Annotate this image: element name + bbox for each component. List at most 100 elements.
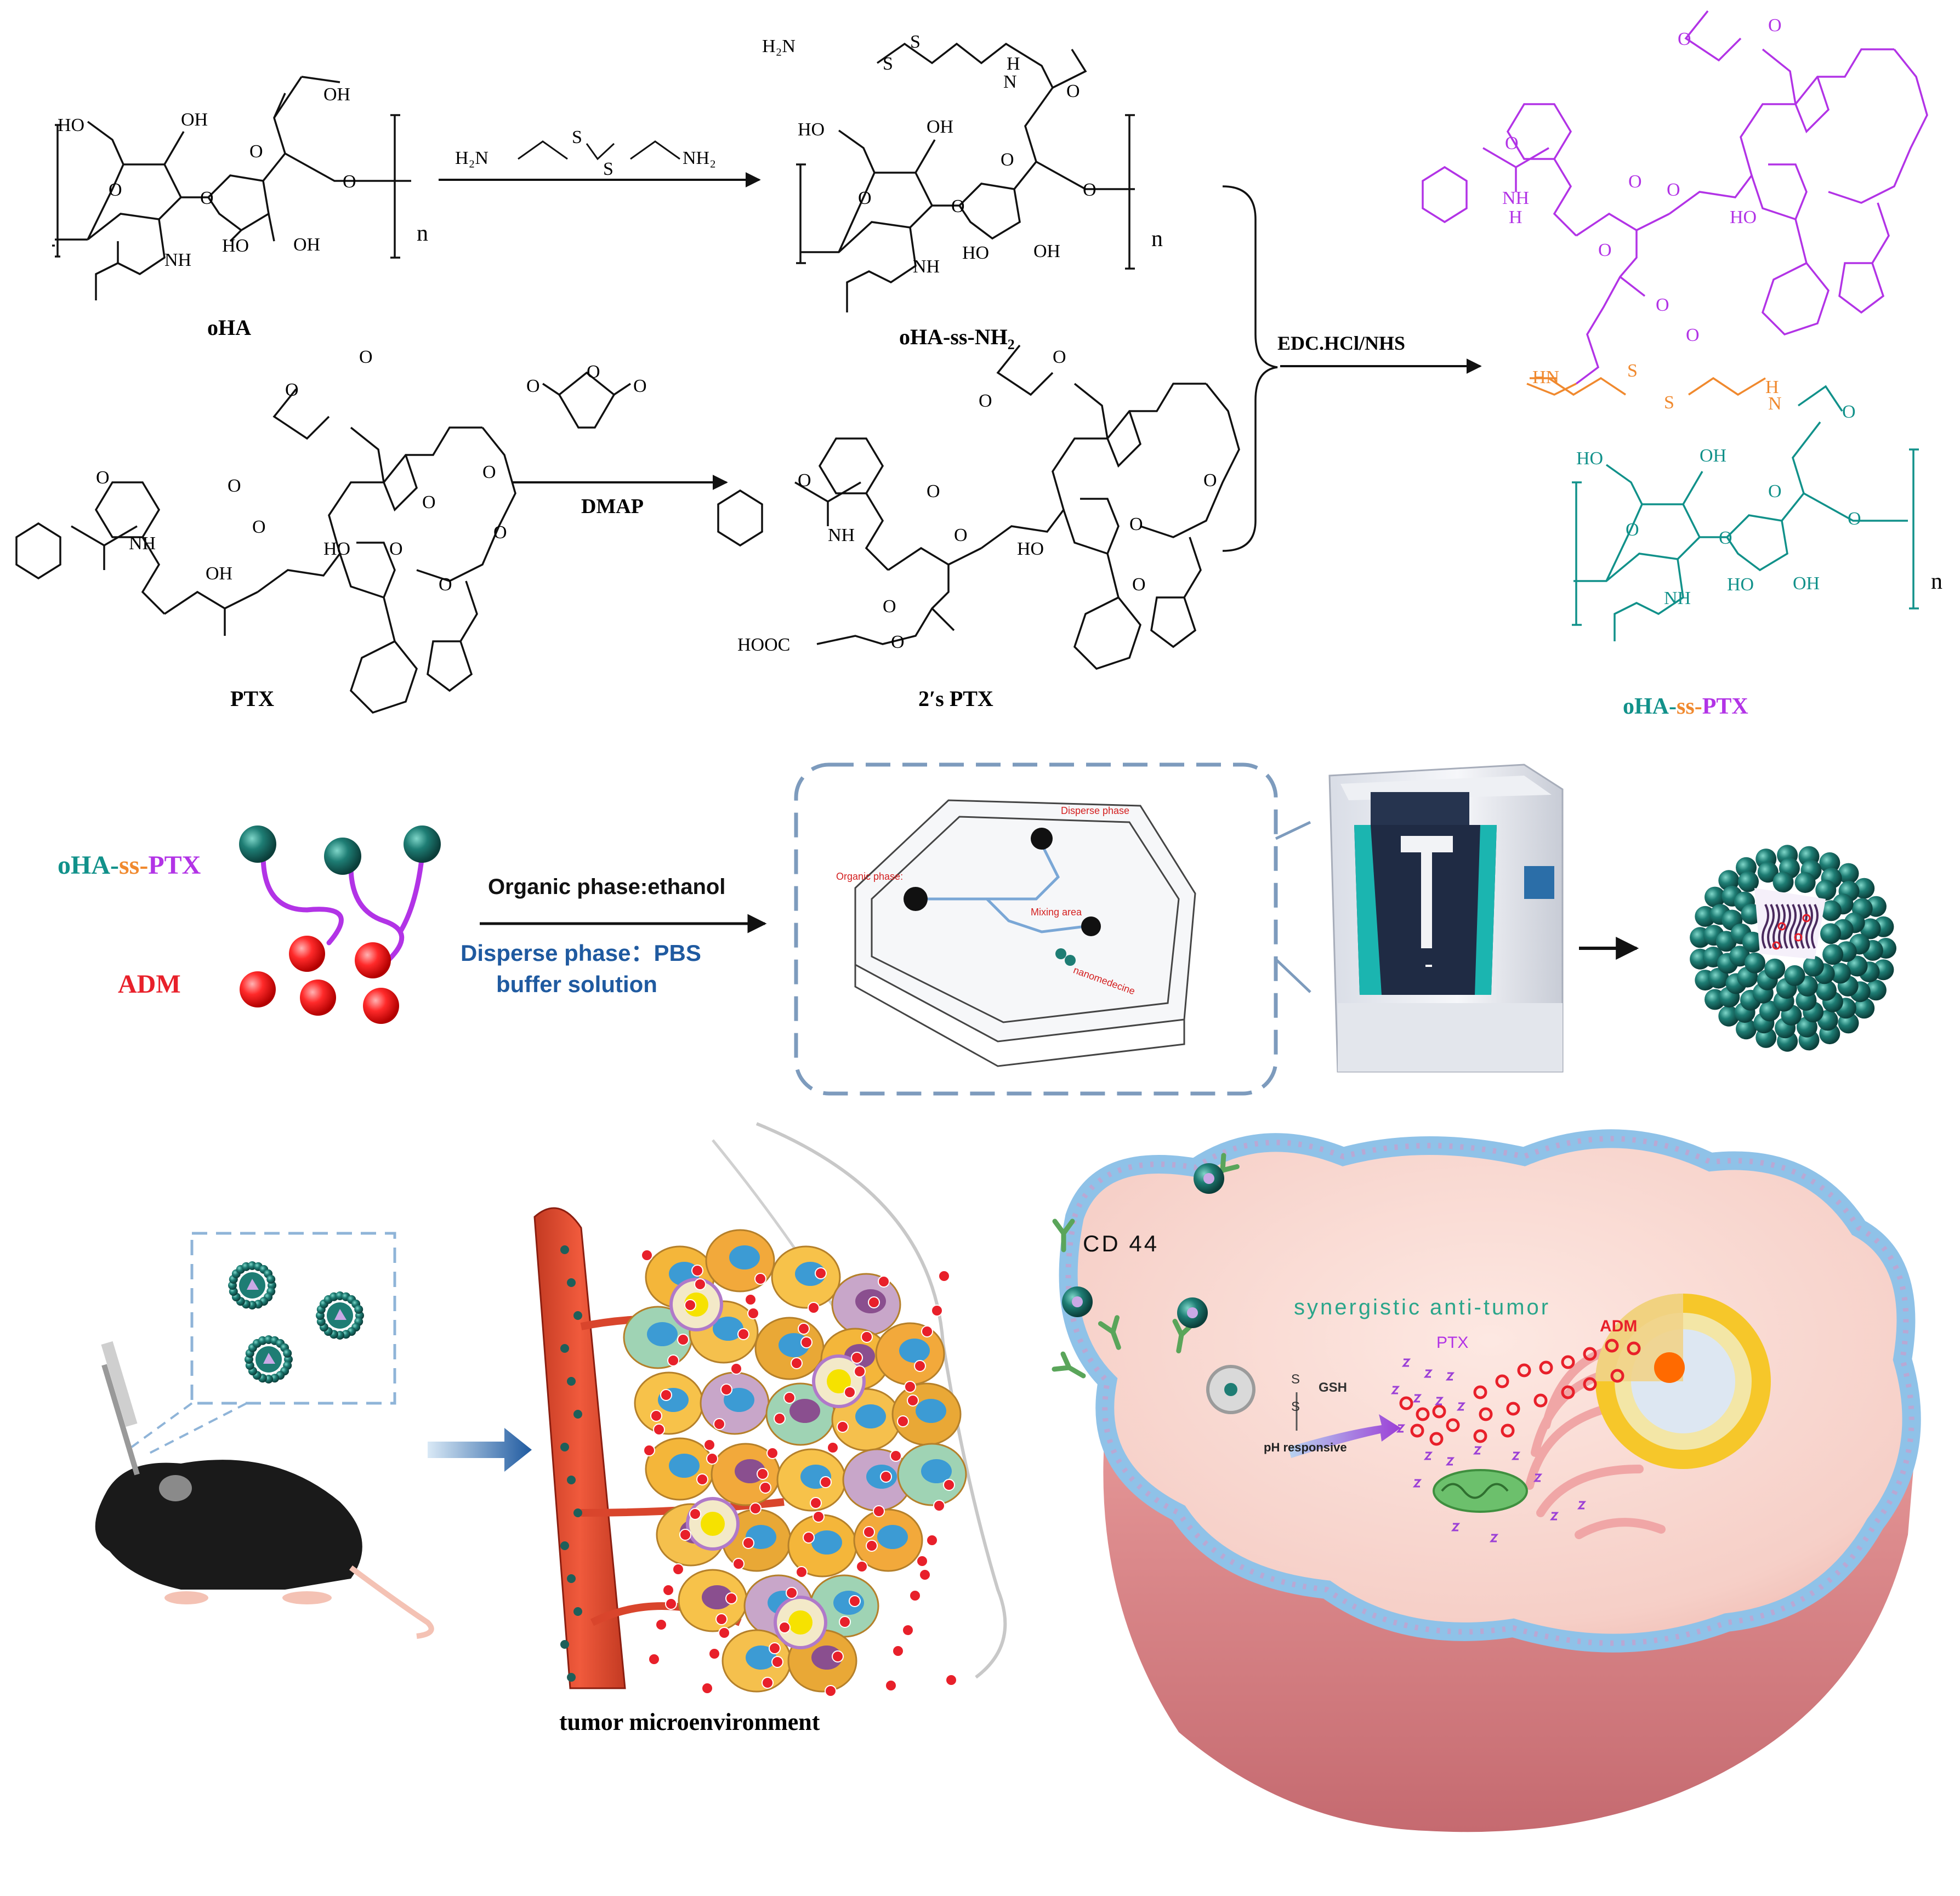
atom-label: NH xyxy=(129,533,156,554)
atom-label: O xyxy=(1848,509,1861,529)
atom-label: H₂N xyxy=(455,148,488,168)
label-dmap: DMAP xyxy=(581,495,644,518)
atom-label: O xyxy=(389,539,403,559)
atom-label: O xyxy=(439,574,452,595)
atom-label: N xyxy=(1003,72,1017,92)
label-polymer: oHA-ss-PTX xyxy=(58,852,201,879)
nanoassembly-instrument xyxy=(1328,764,1564,1073)
atom-label: O xyxy=(109,180,122,200)
atom-label: NH xyxy=(1664,588,1691,608)
label-s-bottom: S xyxy=(1291,1399,1300,1414)
label-ph-responsive: pH responsive xyxy=(1264,1440,1347,1454)
ptx-drug-molecules xyxy=(1390,1358,1587,1542)
label-polymer-ss: ss- xyxy=(118,851,149,880)
atom-label: N xyxy=(1768,394,1782,414)
label-adm-cell: ADM xyxy=(1600,1317,1638,1335)
atom-label: O xyxy=(1678,29,1691,49)
repeat-unit-n: n xyxy=(417,221,428,246)
callout-connector xyxy=(1275,821,1311,993)
atom-label: O xyxy=(1667,180,1680,200)
atom-label: HO xyxy=(222,236,249,256)
label-ptx: PTX xyxy=(230,686,274,711)
atom-label: O xyxy=(200,188,214,208)
label-gsh: GSH xyxy=(1319,1380,1348,1395)
atom-label: O xyxy=(422,492,436,513)
atom-label: NH₂ xyxy=(683,148,716,168)
atom-label: HO xyxy=(1727,574,1754,595)
label-oha-ss-ptx: oHA-ss-PTX xyxy=(1623,695,1748,718)
atom-label: O xyxy=(1598,240,1612,260)
product-linker xyxy=(1526,377,1577,396)
oha-ss-ptx-polymer xyxy=(239,825,441,962)
label-tumor-microenvironment: tumor microenvironment xyxy=(559,1709,820,1735)
mouse-injection xyxy=(95,1232,434,1639)
atom-label: H xyxy=(1007,54,1020,74)
product-oha-part xyxy=(1572,385,1919,641)
atom-label: O xyxy=(252,517,266,537)
oha-structure xyxy=(52,76,411,300)
atom-label: OH xyxy=(927,117,954,137)
atom-label: O xyxy=(951,196,965,217)
atom-label: O xyxy=(1719,528,1732,548)
atom-label: O xyxy=(1132,574,1146,595)
atom-label: HN xyxy=(1532,367,1560,388)
label-cd44: CD 44 xyxy=(1083,1231,1160,1256)
atom-label: NH xyxy=(1502,188,1530,208)
label-ptx2s: 2′s PTX xyxy=(918,686,993,711)
atom-label: O xyxy=(1768,15,1782,36)
atom-label: S xyxy=(1627,361,1638,381)
atom-label: OH xyxy=(206,563,233,584)
atom-label: O xyxy=(858,188,872,208)
atom-label: S xyxy=(910,32,921,52)
atom-label: HOOC xyxy=(737,635,791,655)
atom-label: S xyxy=(883,54,893,74)
atom-label: O xyxy=(96,468,110,488)
adm-drug-molecules xyxy=(1399,1339,1641,1446)
atom-label: O xyxy=(1656,295,1669,315)
label-ss-part: ss- xyxy=(1677,694,1702,719)
atom-label: O xyxy=(954,525,968,545)
atom-label: O xyxy=(1066,81,1080,101)
atom-label: HO xyxy=(1576,448,1604,469)
atom-label: O xyxy=(1686,325,1700,345)
atom-label: O xyxy=(1505,133,1519,153)
label-oha-ss-nh2-sub: 2 xyxy=(1007,337,1015,352)
atom-label: O xyxy=(285,380,299,400)
microfluidic-chip xyxy=(854,799,1196,1067)
atom-label: O xyxy=(493,522,507,543)
atom-label: H xyxy=(1509,207,1522,227)
atom-label: O xyxy=(359,347,373,367)
atom-label: S xyxy=(1664,392,1674,413)
atom-label: O xyxy=(587,362,600,382)
atom-label: O xyxy=(798,470,811,491)
atom-label: HO xyxy=(1017,539,1044,559)
label-ptx-part: PTX xyxy=(1702,694,1748,719)
label-polymer-oha: oHA- xyxy=(58,851,119,880)
atom-label: O xyxy=(1842,402,1856,422)
atom-label: O xyxy=(1628,172,1642,192)
atom-label: O xyxy=(343,172,356,192)
atom-label: O xyxy=(891,632,905,652)
atom-label: O xyxy=(1083,180,1097,200)
label-oha-ss-nh2-main: oHA-ss-NH xyxy=(899,324,1008,349)
atom-label: O xyxy=(633,376,647,396)
atom-label: O xyxy=(979,391,992,411)
atom-label: S xyxy=(603,159,613,179)
atom-label: OH xyxy=(323,84,351,105)
product-ptx-part xyxy=(1422,10,1928,385)
atom-label: OH xyxy=(293,235,321,255)
atom-label: H xyxy=(1765,377,1779,397)
atom-label: O xyxy=(1053,347,1066,367)
brace xyxy=(1222,185,1278,552)
chip-label-mixing: Mixing area xyxy=(1031,907,1082,918)
succinic-anhydride xyxy=(542,371,631,429)
chip-label-organic: Organic phase: xyxy=(836,871,904,882)
atom-label: O xyxy=(482,462,496,482)
atom-label: O xyxy=(1626,520,1639,540)
atom-label: HO xyxy=(798,119,825,140)
repeat-unit-n: n xyxy=(1931,569,1942,594)
product-disulfide xyxy=(1548,377,1766,396)
atom-label: NH xyxy=(164,250,192,270)
